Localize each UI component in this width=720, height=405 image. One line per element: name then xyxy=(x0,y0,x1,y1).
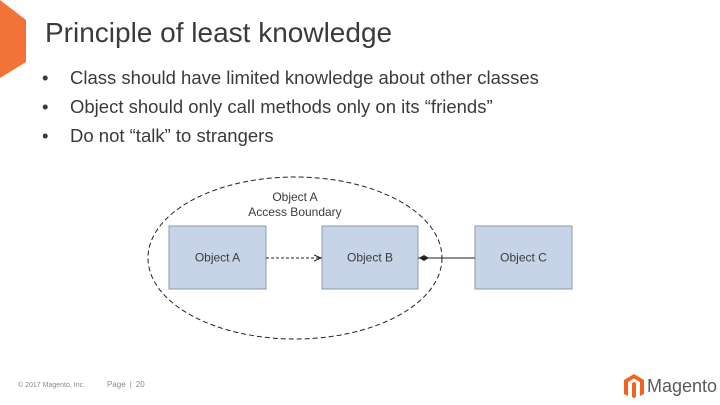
page-indicator: Page|20 xyxy=(107,380,145,389)
object-b-label: Object B xyxy=(347,251,393,265)
page-separator: | xyxy=(129,380,132,389)
bullet-list: • Class should have limited knowledge abo… xyxy=(42,66,539,153)
slide-title: Principle of least knowledge xyxy=(45,17,393,48)
copyright-text: © 2017 Magento, Inc. xyxy=(18,382,86,389)
magento-logo-icon xyxy=(624,374,644,398)
bullet-marker: • xyxy=(42,96,49,117)
brand-name: Magento xyxy=(647,375,718,396)
page-number: 20 xyxy=(135,380,145,389)
bullet-marker: • xyxy=(42,67,49,88)
bullet-text: Object should only call methods only on … xyxy=(70,96,493,117)
boundary-label-line1: Object A xyxy=(272,190,317,204)
bullet-item: • Do not “talk” to strangers xyxy=(42,124,539,153)
bullet-text: Class should have limited knowledge abou… xyxy=(70,67,539,88)
brand-logo: Magento xyxy=(624,374,717,398)
bullet-marker: • xyxy=(42,125,49,146)
corner-accent-mark xyxy=(0,0,26,78)
bullet-text: Do not “talk” to strangers xyxy=(70,125,274,146)
bullet-item: • Class should have limited knowledge abo… xyxy=(42,66,539,95)
association-diamond-icon xyxy=(419,255,429,261)
object-c-label: Object C xyxy=(500,251,547,265)
boundary-label-line2: Access Boundary xyxy=(248,205,341,219)
object-b-box xyxy=(321,225,419,290)
object-a-box xyxy=(168,225,267,290)
bullet-item: • Object should only call methods only on… xyxy=(42,95,539,124)
object-a-label: Object A xyxy=(195,251,240,265)
page-label: Page xyxy=(107,380,126,389)
